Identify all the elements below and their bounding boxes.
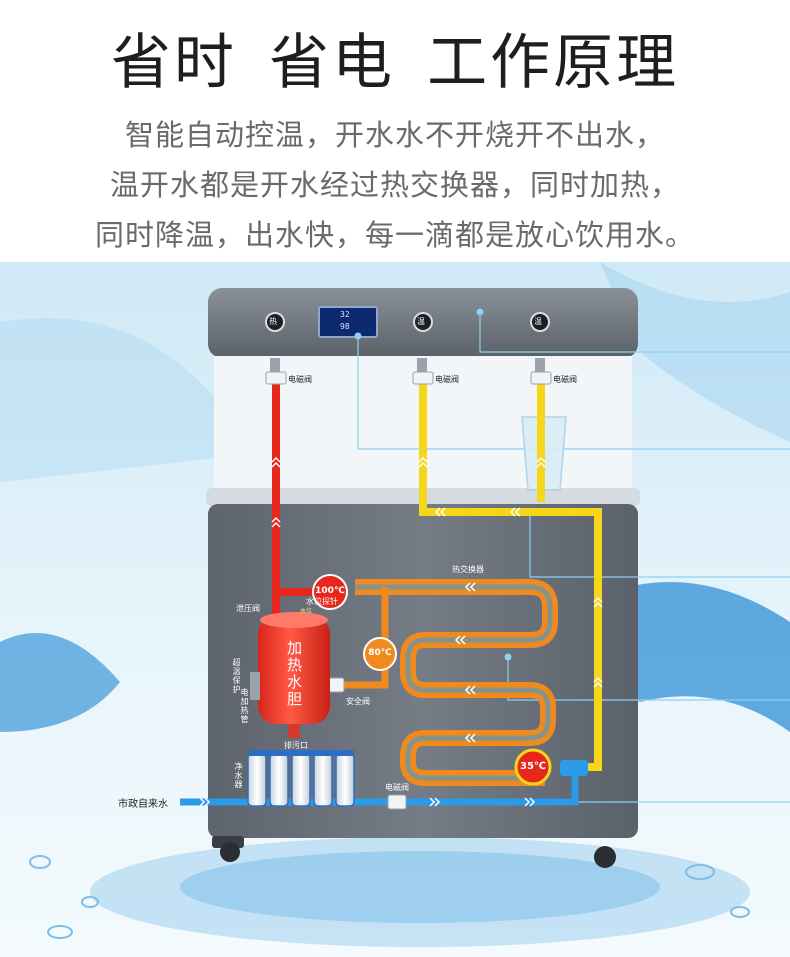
heating-tube-label: 电加热管 [240,688,249,724]
valve-inlet [387,794,407,810]
level-label-small: 水位 [300,608,313,615]
level-probe-label: 水位探针 [306,597,338,606]
temp-badge-80 [363,637,397,671]
wave-left [0,633,120,732]
warm-button-2[interactable] [530,312,550,332]
temp-badge-100 [312,574,348,610]
cold-pipe [180,767,579,806]
overheat-label: 超温保护 [232,658,241,694]
valve-label-warm-2: 电磁阀 [553,375,577,384]
description-line-1: 智能自动控温，开水水不开烧开不出水， [124,118,665,152]
safety-valve-label: 安全阀 [346,697,370,706]
temp-100-text: 100℃ [315,586,345,596]
callout-line-1 [479,312,790,353]
warm-button-label-2: 温 [534,317,542,326]
description-line-2: 温开水都是开水经过热交换器，同时加热， [109,168,680,202]
description-line-3: 同时降温，出水快，每一滴都是放心饮用水。 [94,218,695,252]
heat-exchanger-label: 热交换器 [452,565,484,574]
valve-label-hot: 电磁阀 [288,375,312,384]
temp-80-text: 80℃ [368,648,392,658]
valve-warm-2 [530,371,552,385]
heating-tank [258,616,330,724]
wheel-right [594,846,616,868]
pressure-valve-label: 泄压阀 [236,604,260,613]
purifier-label: 净水器 [234,762,243,789]
diagram-graphics [0,262,790,957]
callout-line-2 [357,336,790,450]
tank-label: 加热水胆 [285,640,303,708]
warm-button-label-1: 温 [417,317,425,326]
purifier-filters [247,750,355,807]
wheel-left [220,842,240,862]
lcd-display [318,306,378,338]
working-principle-diagram: 热 温 温 32 98 电磁阀 电磁阀 电磁阀 电磁阀 热交换器 泄压阀 水位探… [0,262,790,957]
hot-button-label: 热 [269,317,277,326]
callout-line-4 [507,657,790,701]
valve-label-inlet: 电磁阀 [385,783,409,792]
warm-pipe [419,380,602,771]
hot-button[interactable] [265,312,285,332]
wave-right [608,582,790,732]
safety-valve [327,677,345,693]
temp-35-text: 35℃ [519,761,547,772]
display-value-1: 32 [340,310,350,319]
display-value-2: 98 [340,322,350,331]
city-water-label: 市政自来水 [118,799,168,810]
warm-button-1[interactable] [413,312,433,332]
page-headline: 省时 省电 工作原理 [110,28,680,98]
valve-label-warm-1: 电磁阀 [435,375,459,384]
valve-warm-1 [412,371,434,385]
feed-pipe [343,587,389,689]
temp-badge-35 [514,748,552,786]
valve-hot [265,371,287,385]
callout-line-3 [529,512,790,578]
drain-label: 排污口 [284,741,308,750]
